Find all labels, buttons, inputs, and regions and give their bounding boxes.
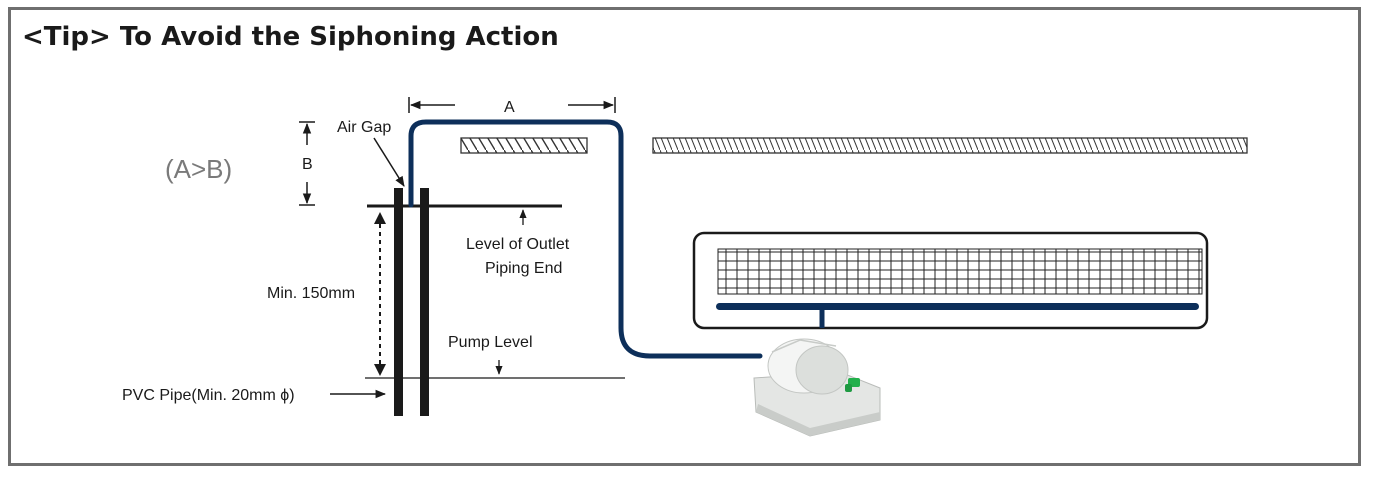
pvc-pipe-left-wall xyxy=(394,188,403,416)
ceiling-hatch-large xyxy=(652,137,1248,154)
dimension-b: B xyxy=(299,121,315,206)
indoor-unit-grille xyxy=(717,248,1203,295)
condition-label: (A>B) xyxy=(165,154,232,184)
min-height-arrow-down xyxy=(374,364,386,376)
indoor-unit-drain-pan xyxy=(716,303,1199,310)
outlet-level-label-2: Piping End xyxy=(485,260,562,277)
page-title: <Tip> To Avoid the Siphoning Action xyxy=(22,22,559,52)
drain-hose xyxy=(408,119,763,359)
dimension-a-label: A xyxy=(504,99,515,116)
min-height-arrow-up xyxy=(374,212,386,224)
condensate-pump xyxy=(753,338,881,437)
ceiling-hatch-small xyxy=(460,137,588,154)
air-gap-label: Air Gap xyxy=(337,119,391,136)
pvc-pipe-label: PVC Pipe(Min. 20mm ϕ) xyxy=(122,387,295,404)
indoor-unit xyxy=(692,231,1209,330)
min-height-label: Min. 150mm xyxy=(267,285,355,302)
pump-level-label: Pump Level xyxy=(448,334,533,351)
air-gap-leader xyxy=(373,137,405,187)
dimension-a: A xyxy=(408,97,616,116)
outlet-level-label-1: Level of Outlet xyxy=(466,236,570,253)
dimension-b-label: B xyxy=(302,156,313,173)
pvc-pipe-right-wall xyxy=(420,188,429,416)
